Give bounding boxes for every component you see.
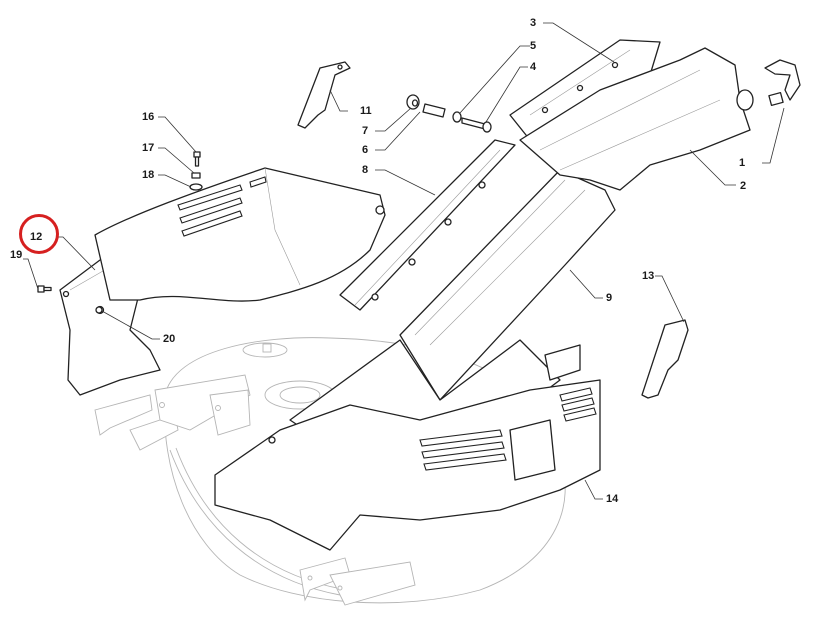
part-18-washer[interactable] [189, 183, 203, 191]
part-7-bushing[interactable] [406, 94, 420, 110]
label-13[interactable]: 13 [642, 270, 655, 282]
label-9[interactable]: 9 [606, 292, 613, 304]
label-11[interactable]: 11 [360, 105, 372, 117]
label-8[interactable]: 8 [362, 164, 369, 176]
label-20[interactable]: 20 [163, 333, 176, 345]
label-18[interactable]: 18 [142, 169, 155, 181]
part-2-rear-chute[interactable] [519, 47, 754, 191]
part-1-bracket[interactable] [764, 59, 801, 107]
label-4[interactable]: 4 [530, 61, 537, 73]
label-1[interactable]: 1 [739, 157, 746, 169]
part-17-nut[interactable] [191, 172, 201, 179]
label-6[interactable]: 6 [362, 144, 369, 156]
part-20-grommet[interactable] [95, 306, 103, 314]
label-19[interactable]: 19 [10, 249, 23, 261]
part-6-sleeve[interactable] [422, 103, 446, 118]
part-14-front-housing[interactable] [214, 344, 601, 551]
part-4-bolt[interactable] [461, 117, 492, 133]
part-11-bracket[interactable] [297, 61, 351, 129]
label-5[interactable]: 5 [530, 40, 537, 52]
leader-lines [23, 22, 785, 500]
part-13-bracket[interactable] [641, 319, 689, 399]
label-17[interactable]: 17 [142, 142, 155, 154]
label-2[interactable]: 2 [740, 180, 747, 192]
label-16[interactable]: 16 [142, 111, 155, 123]
label-7[interactable]: 7 [362, 125, 369, 137]
part-5-washer[interactable] [452, 111, 462, 123]
part-19-screw[interactable] [37, 285, 52, 293]
label-3[interactable]: 3 [530, 17, 537, 29]
part-8-hinge-strip[interactable] [339, 139, 516, 311]
left-housing [94, 167, 386, 302]
part-16-screw[interactable] [193, 151, 201, 167]
highlight-ring-part-12 [19, 214, 59, 254]
label-12[interactable]: 12 [30, 231, 43, 243]
label-14[interactable]: 14 [606, 493, 619, 505]
